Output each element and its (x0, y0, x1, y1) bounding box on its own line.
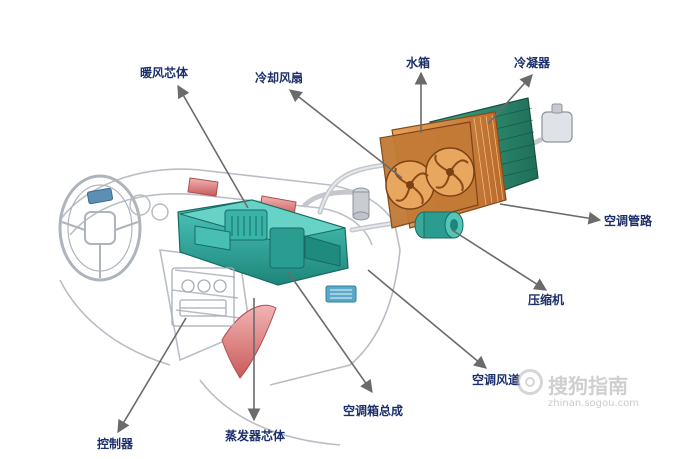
label-controller: 控制器 (97, 437, 134, 451)
label-cooling-fan: 冷却风扇 (255, 71, 304, 85)
label-heater-core: 暖风芯体 (140, 66, 189, 80)
arrow-ac-pipes (499, 203, 602, 225)
watermark-url: zhinan.sogou.com (548, 398, 640, 409)
label-radiator: 水箱 (406, 56, 431, 70)
arrow-heater-core (177, 84, 249, 209)
leader-arrows (117, 71, 602, 434)
instrument-gauges (129, 194, 169, 221)
arrow-condenser (487, 74, 533, 125)
label-ac-duct: 空调风道 (472, 373, 521, 387)
label-evaporator-core: 蒸发器芯体 (225, 429, 286, 443)
compressor (414, 211, 464, 239)
cooling-fans (379, 121, 479, 229)
label-ac-pipes: 空调管路 (604, 214, 653, 228)
arrow-ac-box (287, 271, 373, 394)
arrow-cooling-fan (288, 89, 403, 179)
center-console (171, 267, 235, 327)
expansion-valve (352, 187, 370, 221)
steering-wheel (58, 174, 142, 282)
reservoir-bottle (541, 103, 573, 143)
arrow-ac-duct (367, 269, 487, 369)
watermark-logo-icon (517, 369, 543, 395)
watermark-brand: 搜狗指南 (548, 374, 628, 398)
arrow-compressor (451, 229, 548, 291)
side-vents (86, 187, 357, 303)
label-condenser: 冷凝器 (514, 56, 551, 70)
hvac-box-assembly (177, 199, 349, 286)
label-ac-box-assembly: 空调箱总成 (343, 404, 404, 418)
label-compressor: 压缩机 (528, 293, 565, 307)
arrow-controller (117, 317, 187, 434)
